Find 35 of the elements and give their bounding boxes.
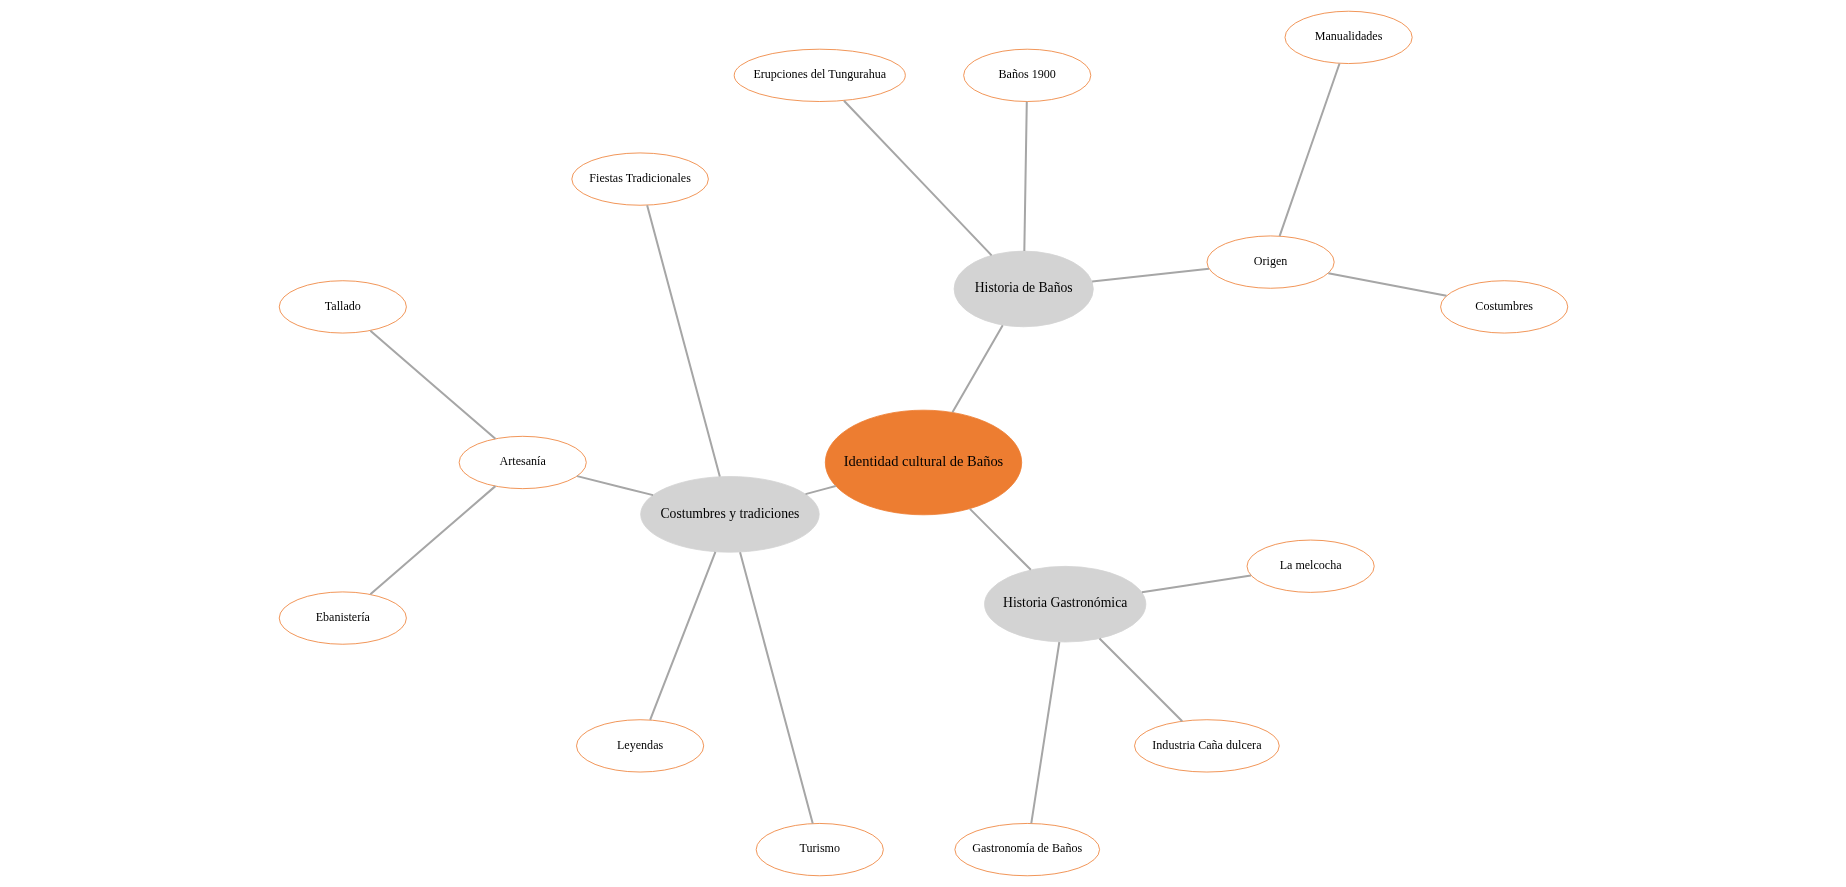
node-ellipse: La melcocha xyxy=(1246,539,1375,593)
node-ellipse: Historia Gastronómica xyxy=(983,565,1146,643)
connector xyxy=(1022,101,1028,251)
node-ellipse: Manualidades xyxy=(1284,10,1413,64)
connector xyxy=(842,100,992,257)
connector xyxy=(576,475,653,497)
node-ellipse: Baños 1900 xyxy=(962,48,1091,102)
connector xyxy=(1141,574,1251,594)
node-ellipse: Gastronomía de Baños xyxy=(953,823,1100,877)
node-ellipse: Fiestas Tradicionales xyxy=(570,152,709,206)
connector xyxy=(1098,637,1183,722)
connector xyxy=(645,205,721,477)
connector xyxy=(369,330,496,440)
connector xyxy=(738,551,814,824)
node-ellipse: Leyendas xyxy=(575,719,704,773)
node-ellipse: Costumbres xyxy=(1439,280,1568,334)
node-ellipse: Costumbres y tradiciones xyxy=(639,476,820,553)
node-ellipse: Industria Caña dulcera xyxy=(1133,719,1280,773)
connector xyxy=(369,485,496,595)
connector xyxy=(951,324,1004,413)
node-ellipse: Origen xyxy=(1206,235,1335,289)
connector xyxy=(1327,272,1447,297)
node-ellipse: Identidad cultural de Baños xyxy=(824,409,1022,516)
node-ellipse: Artesanía xyxy=(458,435,587,490)
connector xyxy=(1278,63,1340,237)
connector xyxy=(1029,641,1060,824)
connector xyxy=(1091,267,1209,283)
node-ellipse: Turismo xyxy=(755,823,884,877)
connector xyxy=(648,551,716,721)
node-ellipse: Tallado xyxy=(278,280,407,334)
connector xyxy=(968,508,1032,571)
node-ellipse: Ebanistería xyxy=(278,591,407,645)
connector xyxy=(804,485,836,496)
node-ellipse: Historia de Baños xyxy=(953,250,1094,328)
node-ellipse: Erupciones del Tungurahua xyxy=(733,48,906,102)
